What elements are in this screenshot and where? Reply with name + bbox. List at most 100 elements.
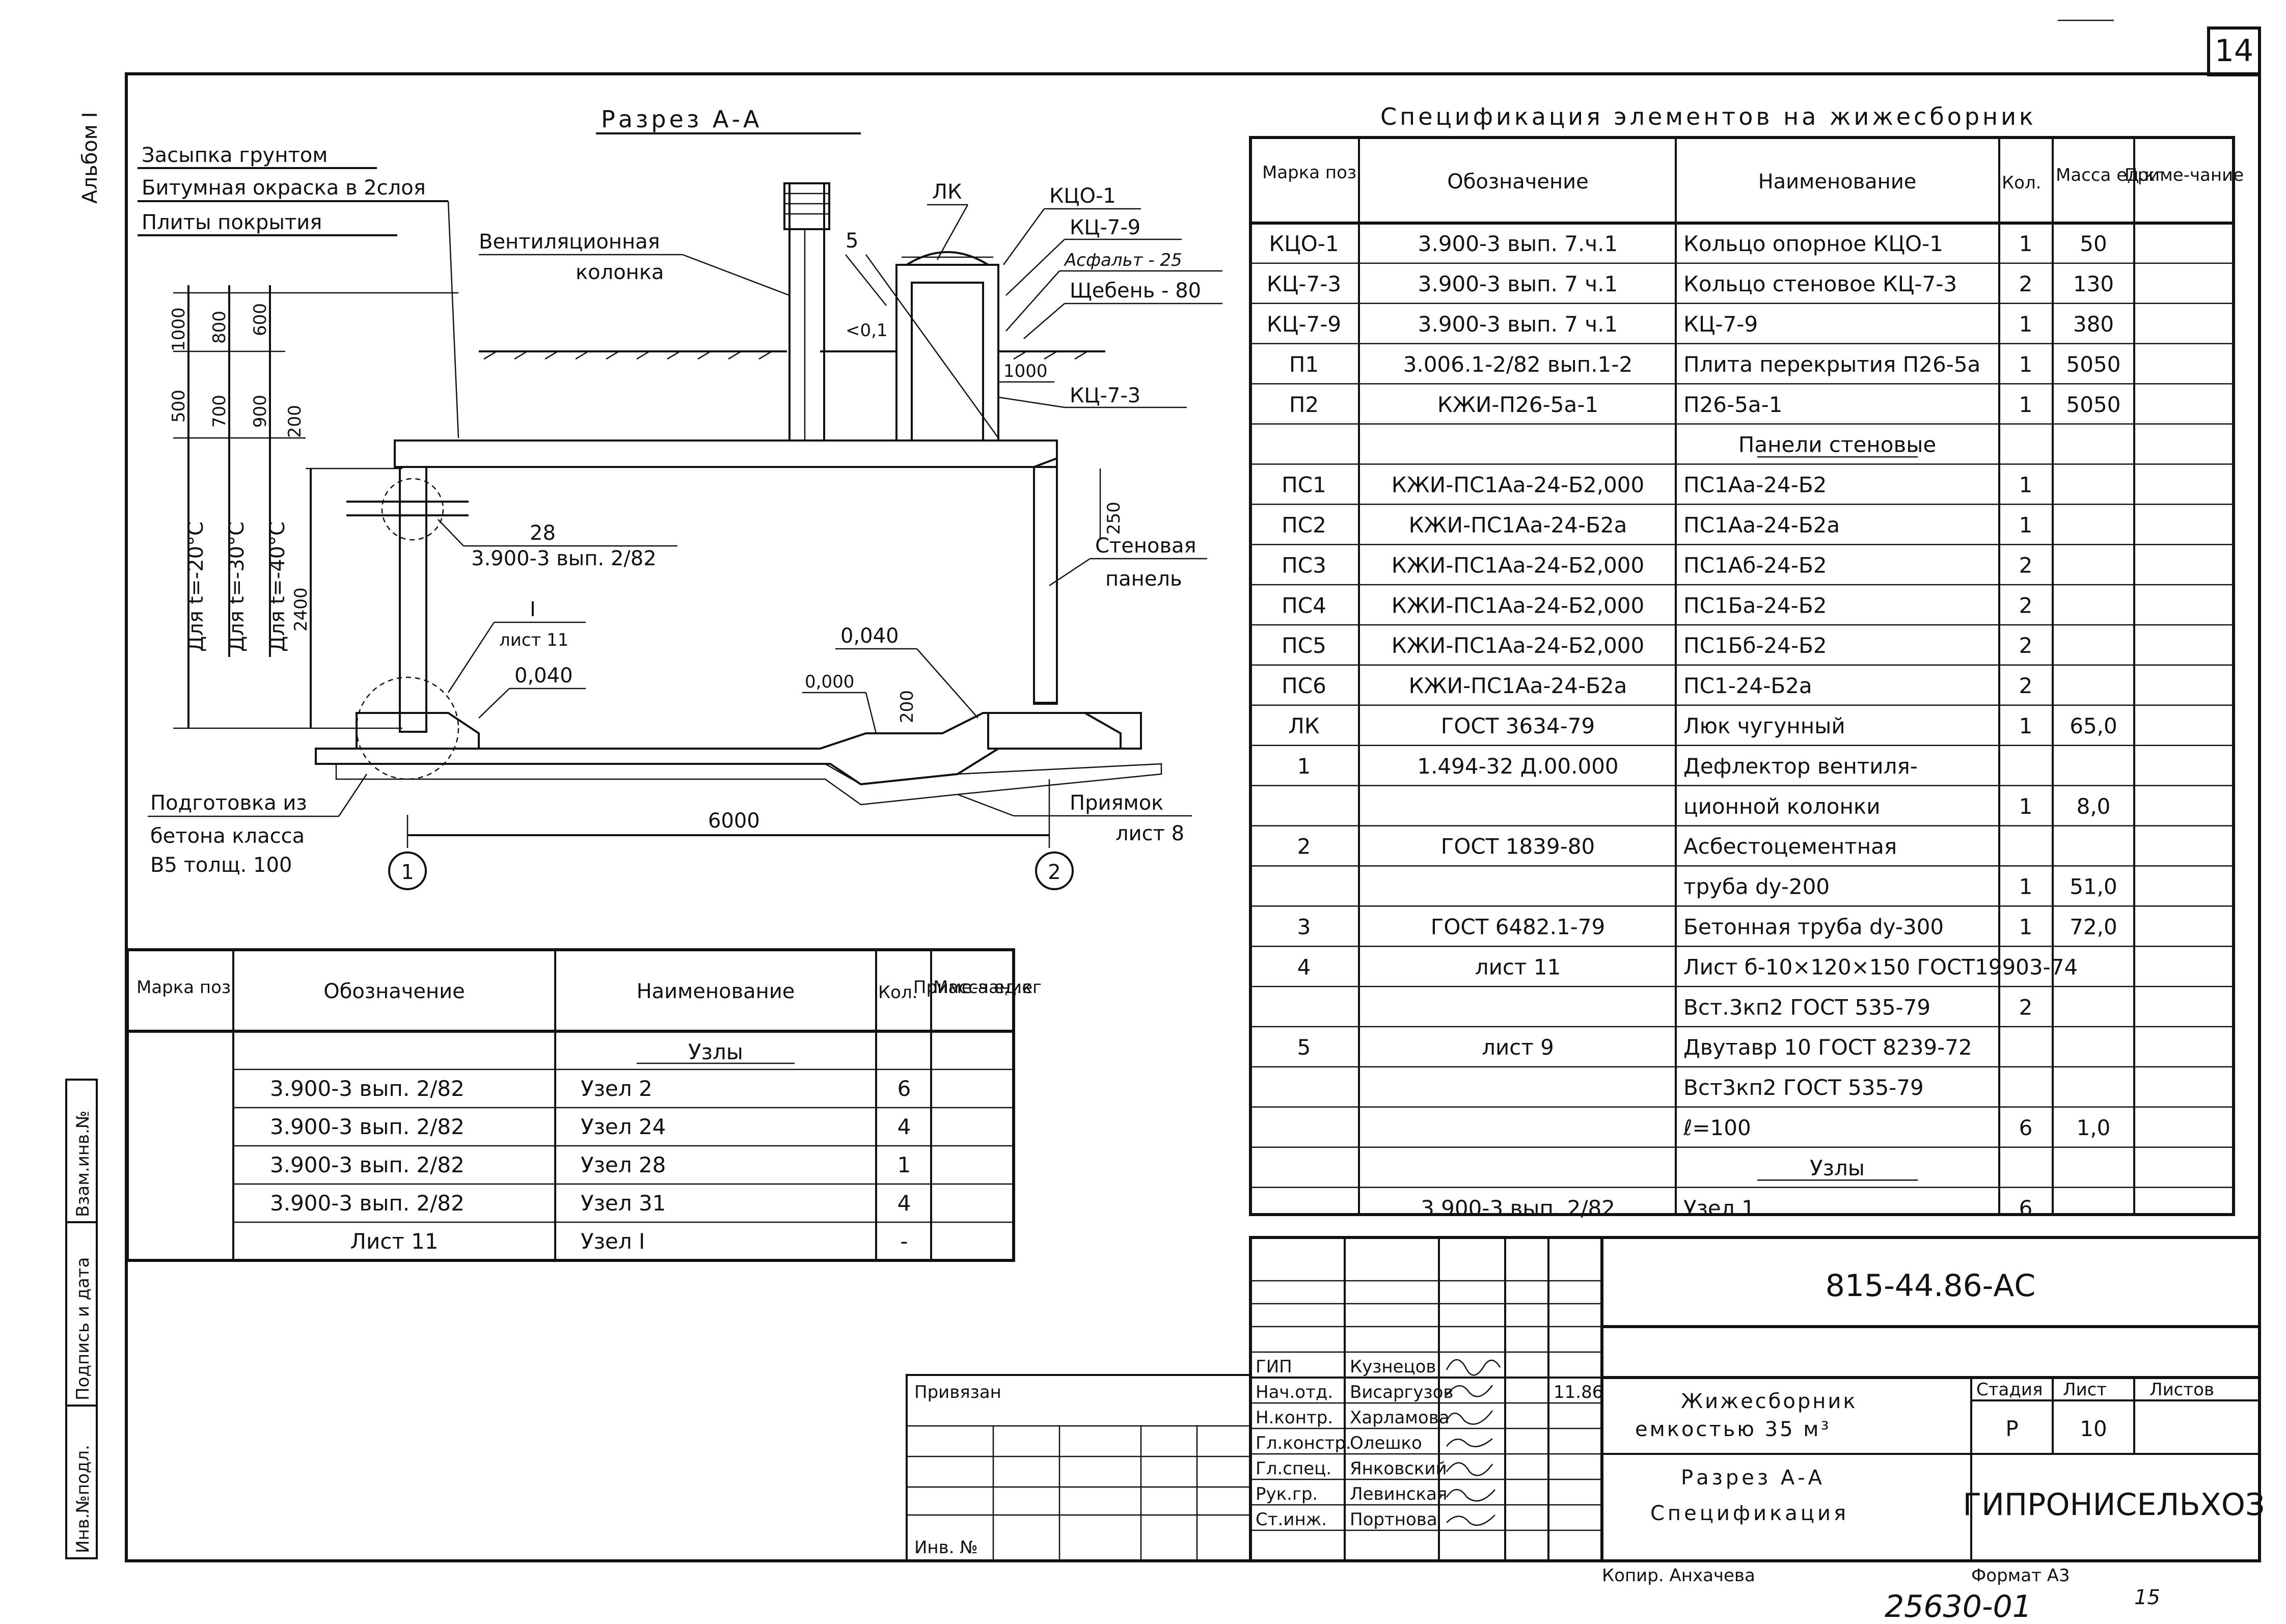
rt-cell-mark: ПС6 bbox=[1282, 673, 1326, 698]
lt-row2-name: Узел 24 bbox=[581, 1114, 666, 1139]
rt-cell-designation: КЖИ-ПС1Аа-24-Б2а bbox=[1409, 673, 1627, 698]
label-kc01: КЦО-1 bbox=[1049, 184, 1116, 208]
signatures bbox=[1446, 1359, 1501, 1526]
rt-cell-name: Люк чугунный bbox=[1683, 713, 1845, 738]
rt-cell-qty: 2 bbox=[2019, 271, 2033, 296]
dim-800: 800 bbox=[209, 311, 230, 344]
left-spec-table: Марка поз. Обозначение Наименование Кол.… bbox=[126, 948, 1042, 1262]
label-asphalt: Асфальт - 25 bbox=[1064, 250, 1182, 270]
node-28-label: 28 bbox=[530, 521, 556, 545]
lt-row5-qty: - bbox=[900, 1229, 908, 1254]
tb-date: 11.86 bbox=[1554, 1382, 1603, 1402]
rt-cell-mark: ПС1 bbox=[1282, 473, 1326, 498]
dim-250: 250 bbox=[1104, 502, 1124, 535]
lt-row4-qty: 4 bbox=[897, 1191, 911, 1216]
album-label: Альбом I bbox=[78, 112, 102, 204]
rt-cell-name: ПС1Аа-24-Б2а bbox=[1683, 513, 1840, 538]
label-pit-2: лист 8 bbox=[1115, 822, 1184, 845]
tb-org: ГИПРОНИСЕЛЬХОЗ bbox=[1963, 1487, 2265, 1523]
tb-role-2: Нач.отд. bbox=[1256, 1382, 1333, 1402]
rt-cell-name: ционной колонки bbox=[1683, 794, 1881, 819]
rt-cell-name: Узел 1 bbox=[1683, 1196, 1755, 1221]
rt-cell-name: ПС1Аа-24-Б2 bbox=[1683, 473, 1827, 498]
section-title: Разрез А-А bbox=[601, 105, 763, 133]
rt-cell-name: ПС1-24-Б2а bbox=[1683, 673, 1812, 698]
rt-cell-designation: КЖИ-ПС1Аа-24-Б2,000 bbox=[1392, 553, 1645, 577]
rt-cell-qty: 1 bbox=[2019, 392, 2033, 417]
dim-700: 700 bbox=[209, 395, 230, 428]
rt-cell-designation: ГОСТ 1839-80 bbox=[1441, 834, 1595, 859]
rt-cell-designation: ГОСТ 6482.1-79 bbox=[1431, 915, 1605, 940]
lt-header-designation: Обозначение bbox=[323, 980, 465, 1003]
rt-cell-name: ПС1Аб-24-Б2 bbox=[1683, 553, 1827, 577]
lt-row3-designation: 3.900-3 вып. 2/82 bbox=[270, 1152, 465, 1177]
tb-name-5: Янковский bbox=[1350, 1458, 1447, 1479]
lt-row2-designation: 3.900-3 вып. 2/82 bbox=[270, 1114, 465, 1139]
label-slope: <0,1 bbox=[846, 320, 888, 341]
rt-cell-mass: 65,0 bbox=[2070, 713, 2117, 738]
dim-600: 600 bbox=[250, 303, 270, 336]
rt-cell-mass: 5050 bbox=[2066, 352, 2121, 377]
rt-cell-qty: 1 bbox=[2019, 794, 2033, 819]
rt-cell-name: Панели стеновые bbox=[1738, 432, 1936, 457]
tb-list-hdr: Лист bbox=[2063, 1380, 2107, 1400]
lt-row1-qty: 6 bbox=[897, 1076, 911, 1101]
rt-cell-mass: 51,0 bbox=[2070, 874, 2117, 899]
rt-cell-qty: 6 bbox=[2019, 1196, 2033, 1221]
rt-cell-name: ПС1Ба-24-Б2 bbox=[1683, 593, 1827, 618]
tb-doc-code: 815-44.86-АС bbox=[1826, 1268, 2036, 1304]
rt-cell-qty: 1 bbox=[2019, 312, 2033, 337]
dim-2400: 2400 bbox=[291, 587, 311, 631]
lt-section-nodes: Узлы bbox=[688, 1039, 743, 1064]
rt-cell-name: труба dy-200 bbox=[1683, 874, 1830, 899]
label-gravel: Щебень - 80 bbox=[1070, 279, 1201, 302]
rt-header-name: Наименование bbox=[1758, 170, 1917, 194]
label-prep-3: В5 толщ. 100 bbox=[150, 854, 292, 877]
rt-cell-designation: ГОСТ 3634-79 bbox=[1441, 713, 1595, 738]
lt-row2-qty: 4 bbox=[897, 1114, 911, 1139]
lt-header-name: Наименование bbox=[637, 980, 795, 1003]
node-28-ref: 3.900-3 вып. 2/82 bbox=[471, 547, 657, 570]
dim-500: 500 bbox=[169, 390, 189, 423]
lt-row3-name: Узел 28 bbox=[581, 1152, 666, 1177]
rt-cell-mark: 1 bbox=[1297, 754, 1311, 779]
rt-header-qty: Кол. bbox=[2002, 173, 2041, 193]
rt-cell-mass: 5050 bbox=[2066, 392, 2121, 417]
page-mark: 15 bbox=[2134, 1586, 2160, 1609]
rt-header-mark: Марка поз. bbox=[1262, 162, 1362, 183]
rt-cell-designation: лист 11 bbox=[1475, 954, 1561, 979]
rt-cell-mark: 4 bbox=[1297, 954, 1311, 979]
label-prep-1: Подготовка из bbox=[150, 791, 307, 815]
side-stamp: Инв.№подл. Подпись и дата Взам.инв.№ bbox=[65, 1079, 98, 1559]
rt-cell-designation: 3.900-3 вып. 7.ч.1 bbox=[1418, 231, 1618, 256]
dim-pit-200: 200 bbox=[897, 690, 917, 723]
elev-0000: 0,000 bbox=[805, 672, 854, 692]
rt-cell-name: ℓ=100 bbox=[1683, 1115, 1751, 1140]
lt-row1-designation: 3.900-3 вып. 2/82 bbox=[270, 1076, 465, 1101]
dim-6000: 6000 bbox=[708, 809, 760, 833]
lt-row4-name: Узел 31 bbox=[581, 1191, 666, 1216]
tb-format: Формат А3 bbox=[1971, 1565, 2070, 1586]
rt-header-designation: Обозначение bbox=[1447, 170, 1589, 194]
tb-object-2: емкостью 35 м³ bbox=[1635, 1418, 1831, 1441]
lt-row3-qty: 1 bbox=[897, 1152, 911, 1177]
tb-object-1: Жижесборник bbox=[1681, 1390, 1858, 1413]
rt-cell-qty: 1 bbox=[2019, 874, 2033, 899]
temp-30: Для t=-30°С bbox=[225, 521, 249, 652]
rt-cell-designation: 3.900-3 вып. 7 ч.1 bbox=[1418, 312, 1618, 337]
tb-name-3: Харламова bbox=[1350, 1408, 1450, 1428]
lt-row1-name: Узел 2 bbox=[581, 1076, 652, 1101]
label-vent-column-1: Вентиляционная bbox=[479, 230, 660, 254]
temp-40: Для t=-40°С bbox=[266, 521, 289, 652]
rt-cell-mass: 130 bbox=[2073, 271, 2114, 296]
rt-cell-mark: 5 bbox=[1297, 1035, 1311, 1060]
label-1000-small: 1000 bbox=[1003, 361, 1048, 381]
rt-cell-mark: КЦО-1 bbox=[1269, 231, 1339, 256]
archive-number: 25630-01 bbox=[1885, 1589, 2032, 1624]
rt-cell-mark: 3 bbox=[1297, 915, 1311, 940]
tb-name-1: Кузнецов bbox=[1350, 1357, 1436, 1377]
rt-cell-qty: 2 bbox=[2019, 633, 2033, 658]
rt-cell-designation: 3.006.1-2/82 вып.1-2 bbox=[1403, 352, 1632, 377]
rt-cell-qty: 6 bbox=[2019, 1115, 2033, 1140]
